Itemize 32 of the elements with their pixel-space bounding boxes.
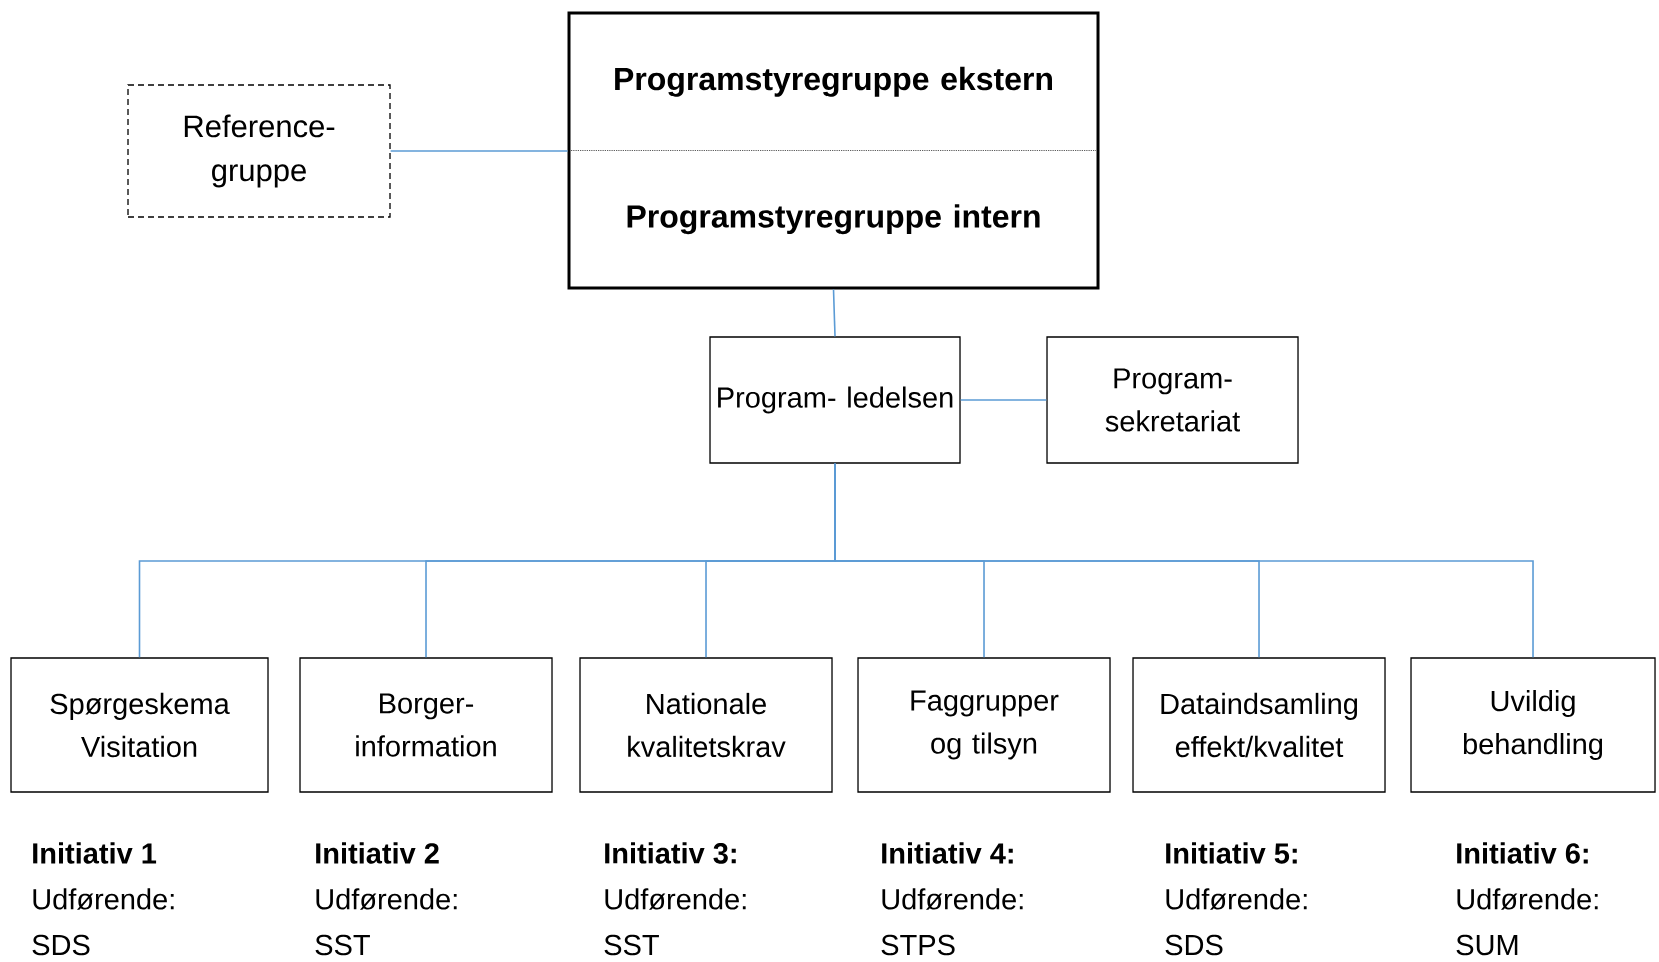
- initiative-note: Udførende:: [882, 888, 1023, 910]
- initiative-note: Initiativ 6:: [1457, 842, 1588, 864]
- reference-group-box: Reference- gruppe: [127, 84, 391, 218]
- initiative-note: Initiativ 4:: [882, 842, 1013, 864]
- org-box: Faggrupper og tilsyn: [857, 657, 1111, 793]
- initiative-note: Initiativ 5:: [1166, 842, 1297, 864]
- initiative-note: Udførende:: [1457, 888, 1598, 910]
- connector-line: [832, 288, 836, 338]
- org-box: Nationale kvalitetskrav: [579, 657, 833, 793]
- initiative-note: SDS: [32, 934, 90, 956]
- org-box: Uvildig behandling: [1410, 657, 1656, 793]
- org-box: Program- sekretariat: [1046, 336, 1299, 464]
- initiative-note: Udførende:: [33, 888, 174, 910]
- initiative-note: Udførende:: [316, 888, 457, 910]
- connector-line: [959, 399, 1048, 401]
- org-box: Program- ledelsen: [709, 336, 961, 464]
- initiative-note: SST: [315, 934, 370, 956]
- initiative-note: Initiativ 1: [33, 842, 157, 864]
- initiative-note: Udførende:: [1166, 888, 1307, 910]
- org-box: Spørgeskema Visitation: [10, 657, 269, 793]
- org-box: Dataindsamling effekt/kvalitet: [1132, 657, 1386, 793]
- initiative-note: STPS: [881, 934, 955, 956]
- org-box: Borger- information: [299, 657, 553, 793]
- connector-line: [834, 462, 1534, 659]
- initiative-note: Initiativ 3:: [605, 842, 736, 864]
- steering-group-box: Programstyregruppe ekstern Programstyregruppe intern: [567, 11, 1100, 290]
- initiative-note: SST: [604, 934, 659, 956]
- initiative-note: SUM: [1456, 934, 1518, 956]
- initiative-note: Initiativ 2: [316, 842, 439, 864]
- connector-line: [389, 150, 569, 152]
- initiative-note: SDS: [1165, 934, 1223, 956]
- initiative-note: Udførende:: [605, 888, 746, 910]
